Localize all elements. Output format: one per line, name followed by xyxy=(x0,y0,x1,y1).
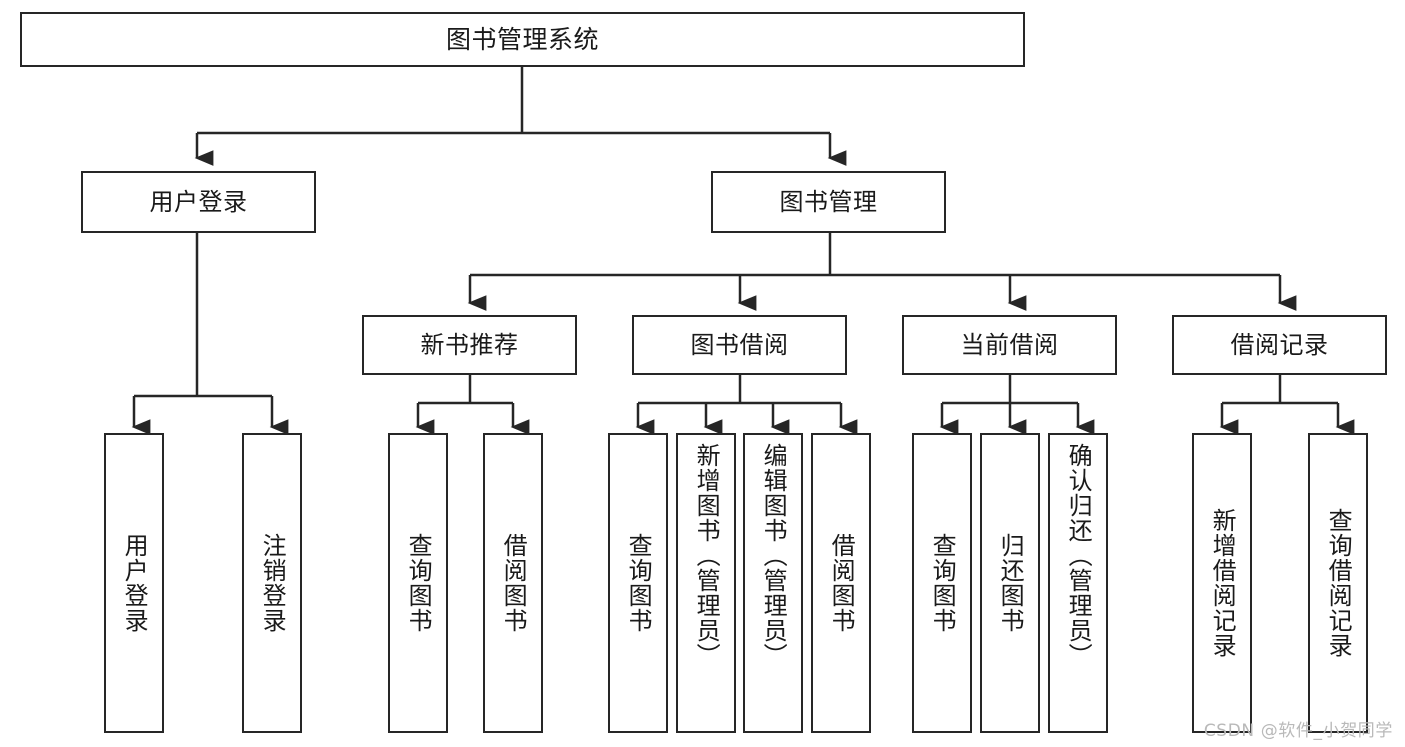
leaf-add-book[interactable]: 新增图书（管理员） xyxy=(676,433,736,733)
leaf-query-borrow-record-label: 查询借阅记录 xyxy=(1324,508,1353,658)
leaf-query-book-current-label: 查询图书 xyxy=(928,533,957,633)
node-root[interactable]: 图书管理系统 xyxy=(20,12,1025,67)
node-book-manage[interactable]: 图书管理 xyxy=(711,171,946,233)
node-book-manage-label: 图书管理 xyxy=(779,187,878,216)
leaf-query-book-borrow[interactable]: 查询图书 xyxy=(608,433,668,733)
leaf-confirm-return-label: 确认归还（管理员） xyxy=(1064,443,1093,668)
leaf-edit-book[interactable]: 编辑图书（管理员） xyxy=(743,433,803,733)
leaf-edit-book-label: 编辑图书（管理员） xyxy=(759,443,788,668)
node-new-book-rec-label: 新书推荐 xyxy=(420,330,519,359)
leaf-add-borrow-record[interactable]: 新增借阅记录 xyxy=(1192,433,1252,733)
leaf-query-book-rec-label: 查询图书 xyxy=(404,533,433,633)
node-borrow-record-label: 借阅记录 xyxy=(1230,330,1329,359)
leaf-borrow-book-borrow-label: 借阅图书 xyxy=(827,533,856,633)
leaf-borrow-book-rec[interactable]: 借阅图书 xyxy=(483,433,543,733)
node-new-book-rec[interactable]: 新书推荐 xyxy=(362,315,577,375)
leaf-return-book-label: 归还图书 xyxy=(996,533,1025,633)
node-current-borrow-label: 当前借阅 xyxy=(960,330,1059,359)
leaf-user-login-label: 用户登录 xyxy=(120,533,149,633)
node-user-login-label: 用户登录 xyxy=(149,187,248,216)
node-book-borrow-label: 图书借阅 xyxy=(690,330,789,359)
leaf-return-book[interactable]: 归还图书 xyxy=(980,433,1040,733)
leaf-add-borrow-record-label: 新增借阅记录 xyxy=(1208,508,1237,658)
leaf-query-book-borrow-label: 查询图书 xyxy=(624,533,653,633)
node-root-label: 图书管理系统 xyxy=(445,24,599,54)
node-user-login[interactable]: 用户登录 xyxy=(81,171,316,233)
leaf-logout-login-label: 注销登录 xyxy=(258,533,287,633)
leaf-query-borrow-record[interactable]: 查询借阅记录 xyxy=(1308,433,1368,733)
node-borrow-record[interactable]: 借阅记录 xyxy=(1172,315,1387,375)
leaf-confirm-return[interactable]: 确认归还（管理员） xyxy=(1048,433,1108,733)
leaf-query-book-current[interactable]: 查询图书 xyxy=(912,433,972,733)
leaf-user-login[interactable]: 用户登录 xyxy=(104,433,164,733)
leaf-borrow-book-borrow[interactable]: 借阅图书 xyxy=(811,433,871,733)
node-book-borrow[interactable]: 图书借阅 xyxy=(632,315,847,375)
leaf-borrow-book-rec-label: 借阅图书 xyxy=(499,533,528,633)
node-current-borrow[interactable]: 当前借阅 xyxy=(902,315,1117,375)
leaf-logout-login[interactable]: 注销登录 xyxy=(242,433,302,733)
leaf-query-book-rec[interactable]: 查询图书 xyxy=(388,433,448,733)
leaf-add-book-label: 新增图书（管理员） xyxy=(692,443,721,668)
csdn-watermark: CSDN @软件_小贺同学 xyxy=(1203,721,1393,741)
